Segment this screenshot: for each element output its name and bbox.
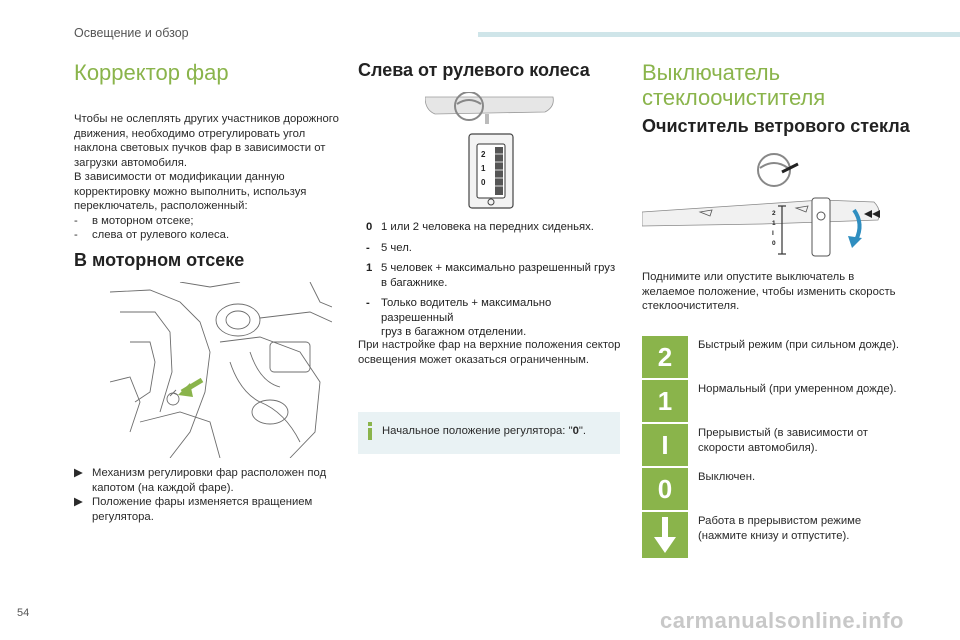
position-key: - (366, 241, 370, 254)
note-value: 0 (572, 425, 579, 437)
dial-label: 2 (481, 150, 486, 159)
intro-line: переключатель, расположенный: (74, 200, 248, 212)
mode-line: (нажмите книзу и отпустите). (698, 529, 850, 542)
mode-description: Работа в прерывистом режиме (нажмите книз… (698, 514, 861, 543)
position-text: груз в багажном отделении. (381, 326, 527, 338)
list-text: слева от рулевого колеса. (92, 229, 230, 241)
engine-compartment-subtitle: В моторном отсеке (74, 250, 245, 270)
header-bar (478, 32, 960, 37)
dashboard-dial-illustration: 2 1 0 (424, 91, 555, 212)
warning-line: освещения может оказаться ограниченным. (358, 353, 590, 366)
info-icon (366, 422, 374, 445)
intro-line: Поднимите или опустите выключатель в (642, 271, 855, 283)
list-item: ▶︎ Положение фары изменяется вращением рег… (74, 495, 344, 524)
range-warning: При настройке фар на верхние положения с… (358, 338, 628, 367)
wiper-switch-title: Выключатель стеклоочистителя (642, 60, 825, 110)
position-text: Только водитель + максимально разрешенны… (381, 297, 552, 324)
stalk-label: I (772, 230, 774, 237)
wiper-intro: Поднимите или опустите выключатель в жел… (642, 270, 902, 314)
arrow-bullet-icon: ▶︎ (74, 467, 83, 479)
note-text: Начальное положение регулятора: "0". (382, 424, 586, 439)
mode-1-icon: 1 (642, 380, 688, 422)
stalk-label: 2 (772, 210, 776, 217)
intro-line: наклона световых пучков фар в зависимост… (74, 142, 326, 154)
intro-line: Чтобы не ослеплять других участников дор… (74, 113, 339, 125)
position-text: 1 или 2 человека на передних сиденьях. (381, 221, 594, 233)
position-text: в багажнике. (381, 276, 448, 289)
mode-line: Прерывистый (в зависимости от (698, 427, 868, 439)
stalk-label: 0 (772, 240, 776, 247)
bullet-line: регулятора. (92, 510, 154, 523)
list-item: - в моторном отсеке; (74, 214, 344, 229)
mode-description: Прерывистый (в зависимости от скорости ав… (698, 426, 868, 455)
left-intro: Чтобы не ослеплять других участников дор… (74, 112, 344, 243)
engine-bullets: ▶︎ Механизм регулировки фар расположен по… (74, 466, 344, 524)
headlamp-corrector-title: Корректор фар (74, 60, 229, 85)
note-suffix: ". (578, 425, 587, 437)
mode-intermittent-icon: I (642, 424, 688, 466)
bullet-line: Положение фары изменяется вращением (92, 496, 313, 508)
intro-line: движения, необходимо отрегулировать угол (74, 127, 306, 140)
intro-line: загрузки автомобиля. (74, 156, 188, 169)
title-line: Выключатель (642, 60, 781, 85)
location-options: - в моторном отсеке; - слева от рулевого к… (74, 214, 344, 243)
mode-description: Выключен. (698, 470, 755, 485)
initial-position-note: Начальное положение регулятора: "0". (358, 412, 620, 454)
mode-line: Работа в прерывистом режиме (698, 515, 862, 527)
mode-description: Быстрый режим (при сильном дожде). (698, 338, 899, 353)
list-item: - слева от рулевого колеса. (74, 228, 344, 243)
dial-label: 1 (481, 164, 486, 173)
position-key: - (366, 297, 370, 309)
intro-line: стеклоочистителя. (642, 300, 740, 312)
watermark: carmanualsonline.info (660, 608, 904, 633)
position-row: -Только водитель + максимально разрешенн… (366, 296, 626, 340)
position-text: 5 чел. (381, 241, 412, 254)
bullet-line: капотом (на каждой фаре). (92, 481, 234, 494)
warning-line: При настройке фар на верхние положения с… (358, 339, 621, 351)
list-marker: - (74, 229, 78, 241)
list-text: в моторном отсеке; (92, 214, 194, 227)
windscreen-wiper-subtitle: Очиститель ветрового стекла (642, 116, 910, 136)
mode-line: скорости автомобиля). (698, 441, 818, 454)
position-key: 0 (366, 221, 373, 233)
position-text: 5 человек + максимально разрешенный груз (381, 262, 616, 274)
mode-line: Выключен. (698, 471, 756, 483)
wiper-stalk-illustration: 2 1 I 0 (641, 150, 886, 258)
list-marker: - (74, 214, 78, 227)
intro-line: желаемое положение, чтобы изменить скоро… (642, 285, 896, 298)
intro-line: В зависимости от модификации данную (74, 171, 285, 183)
position-row: 1 5 человек + максимально разрешенный гру… (366, 261, 626, 290)
mode-off-icon: 0 (642, 468, 688, 510)
arrow-bullet-icon: ▶︎ (74, 496, 83, 508)
mode-description: Нормальный (при умеренном дожде). (698, 382, 897, 397)
left-of-wheel-title: Слева от рулевого колеса (358, 60, 590, 80)
mode-line: Быстрый режим (при сильном дожде). (698, 339, 899, 351)
page-number: 54 (17, 607, 30, 619)
engine-compartment-illustration (109, 281, 333, 459)
section-header: Освещение и обзор (74, 26, 189, 40)
position-row: -5 чел. (366, 241, 626, 256)
press-down-arrow-icon (642, 512, 688, 558)
dial-label: 0 (481, 178, 486, 187)
position-row: 0 1 или 2 человека на передних сиденьях. (366, 220, 626, 235)
intro-line: корректировку можно выполнить, используя (74, 185, 307, 198)
mode-line: Нормальный (при умеренном дожде). (698, 383, 897, 395)
note-prefix: Начальное положение регулятора: " (382, 425, 573, 437)
list-item: ▶︎ Механизм регулировки фар расположен по… (74, 466, 344, 495)
bullet-line: Механизм регулировки фар расположен под (92, 467, 327, 479)
stalk-label: 1 (772, 220, 776, 227)
position-key: 1 (366, 262, 373, 274)
title-line: стеклоочистителя (642, 85, 826, 110)
mode-2-icon: 2 (642, 336, 688, 378)
